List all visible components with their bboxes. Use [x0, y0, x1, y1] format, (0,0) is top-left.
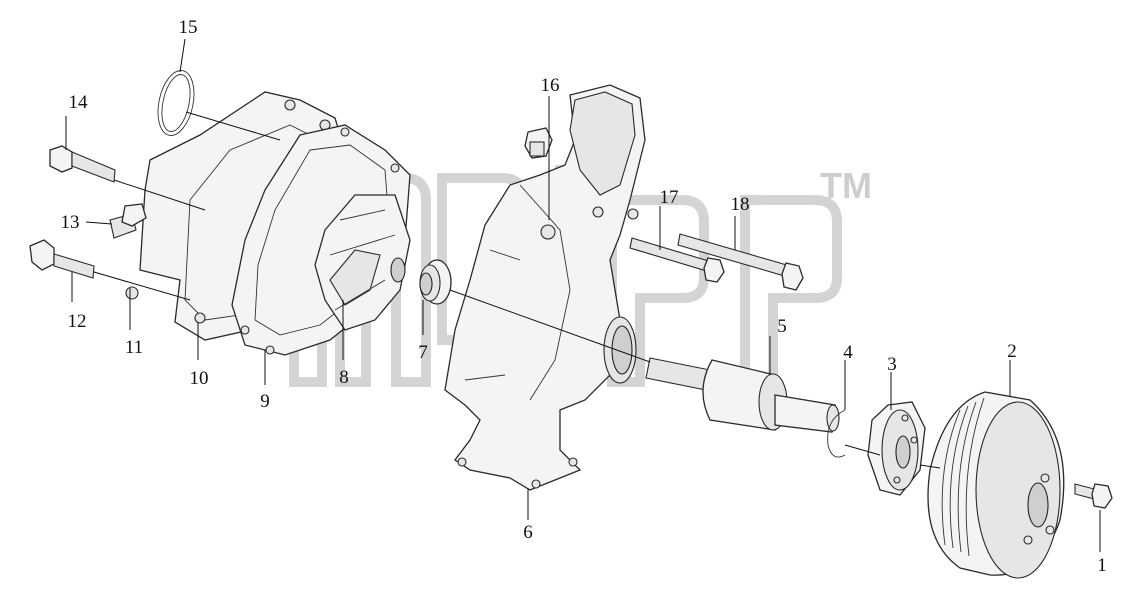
callout-14: 14 — [69, 92, 89, 113]
callout-2: 2 — [1007, 341, 1017, 362]
callout-4: 4 — [843, 342, 853, 363]
pulley-bolt-part — [1074, 483, 1113, 509]
callout-17: 17 — [660, 187, 679, 208]
pulley-part — [927, 391, 1065, 579]
callout-10: 10 — [190, 368, 209, 389]
leader-15 — [179, 38, 281, 141]
plug-part — [524, 127, 553, 159]
callout-numbers: 15 14 13 12 11 10 9 8 7 16 17 18 5 4 3 2… — [61, 17, 1107, 576]
callout-11: 11 — [125, 337, 143, 358]
watermark-trademark: TM — [820, 165, 872, 206]
pump-housing-part — [444, 84, 646, 491]
bolt-12-part — [29, 239, 95, 279]
watermark: gmg TM — [0, 0, 872, 387]
o-ring-part — [157, 70, 195, 136]
leader-7 — [422, 289, 651, 363]
leader-4 — [844, 360, 881, 456]
callout-8: 8 — [339, 367, 349, 388]
leader-lines — [65, 38, 1101, 552]
callout-7: 7 — [418, 342, 428, 363]
leader-12 — [71, 271, 191, 302]
callout-5: 5 — [777, 316, 787, 337]
callout-9: 9 — [260, 391, 270, 412]
impeller-part — [314, 194, 411, 331]
shaft-bearing-part — [645, 357, 840, 433]
watermark-brand: gmg — [0, 0, 3, 1]
callout-15: 15 — [179, 17, 198, 38]
hub-flange-part — [867, 401, 926, 496]
long-bolt-18-part — [677, 233, 804, 291]
leader-3 — [890, 372, 941, 469]
callout-16: 16 — [541, 75, 560, 96]
callout-6: 6 — [523, 522, 533, 543]
callout-1: 1 — [1097, 555, 1107, 576]
leader-13 — [85, 221, 113, 225]
seal-part — [419, 259, 452, 305]
callout-12: 12 — [68, 311, 87, 332]
bolt-14-part — [49, 145, 116, 183]
callout-18: 18 — [731, 194, 750, 215]
long-bolt-17-part — [629, 237, 725, 283]
leader-14 — [65, 116, 206, 211]
circlip-part — [827, 409, 846, 458]
callout-13: 13 — [61, 212, 80, 233]
plug-13-part — [109, 203, 147, 239]
callout-3: 3 — [887, 354, 897, 375]
